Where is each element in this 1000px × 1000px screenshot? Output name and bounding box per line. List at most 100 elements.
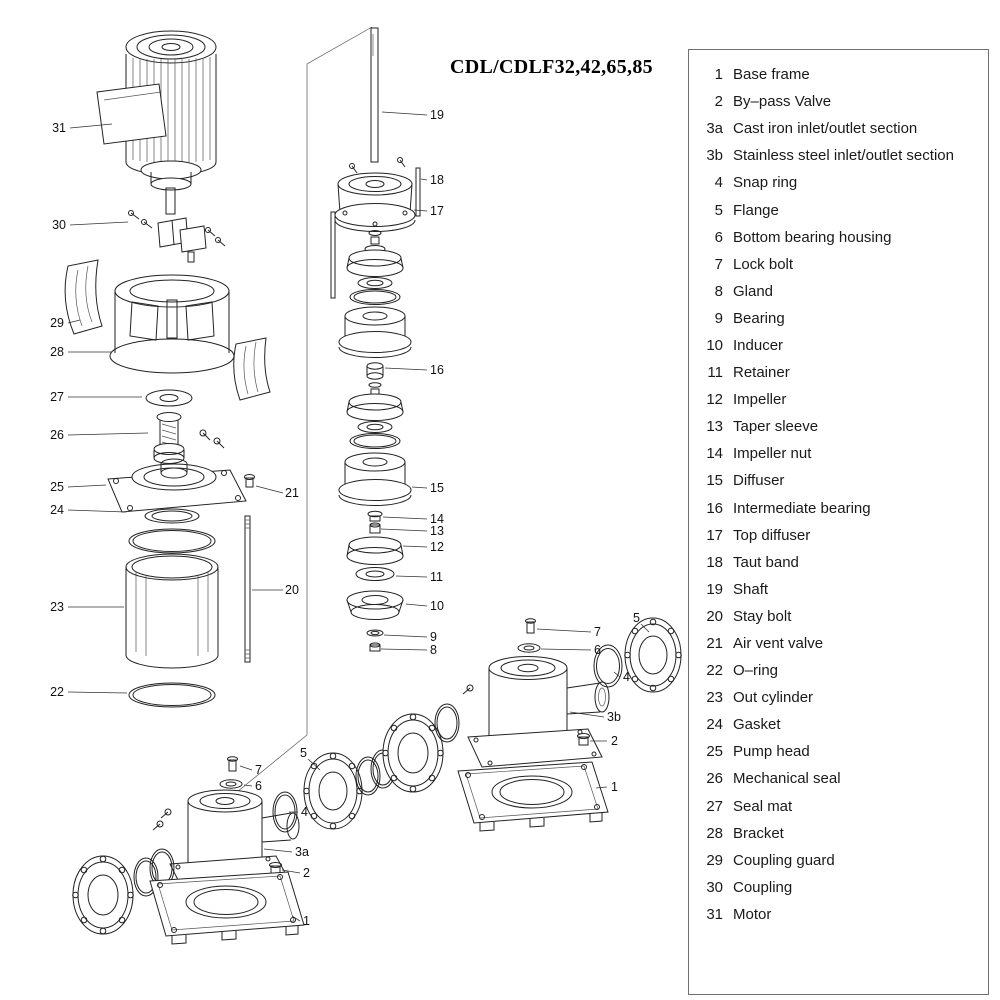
air-vent-valve (245, 477, 254, 488)
parts-list-row: 8 Gland (689, 278, 988, 305)
flange-far-left-drawing (72, 848, 175, 935)
part-number: 17 (706, 526, 723, 544)
callout-31: 31 (52, 121, 66, 135)
mechanical-seal-drawing (153, 412, 225, 464)
part-number: 29 (706, 851, 723, 869)
shaft-drawing (349, 27, 406, 174)
flange-left-b-drawing (382, 703, 460, 793)
callout-14: 14 (430, 512, 444, 526)
inlet-outlet-section-3b-drawing (462, 618, 610, 768)
part-number: 6 (714, 228, 723, 246)
out-cylinder-drawing (125, 553, 219, 669)
intermediate-bearing-drawing (366, 362, 384, 397)
stage-parts-lower (346, 393, 404, 449)
part-number: 24 (706, 716, 723, 734)
pump-head-drawing (107, 458, 255, 513)
part-label: Air vent valve (733, 635, 824, 653)
bearing-drawing (366, 629, 384, 637)
bracket-drawing (109, 274, 235, 374)
part-label: Motor (733, 905, 772, 923)
callout-2-right: 2 (611, 734, 618, 748)
callout-20: 20 (285, 583, 299, 597)
part-label: Taut band (733, 553, 799, 571)
by-pass-valve (578, 736, 589, 746)
part-label: Gasket (733, 716, 781, 734)
callout-8: 8 (430, 643, 437, 657)
parts-list-row: 10 Inducer (689, 332, 988, 359)
callout-13: 13 (430, 524, 444, 538)
group-outline (236, 26, 373, 793)
snap-ring-right-drawing (593, 644, 623, 688)
part-label: Cast iron inlet/outlet section (733, 120, 918, 138)
part-number: 5 (714, 201, 723, 219)
flange-left-a-drawing (303, 752, 363, 830)
part-number: 18 (706, 553, 723, 571)
part-number: 23 (706, 689, 723, 707)
callout-21: 21 (285, 486, 299, 500)
callout-7-right: 7 (594, 625, 601, 639)
part-number: 11 (707, 364, 723, 382)
o-ring-top-drawing (128, 528, 216, 554)
gasket-drawing (144, 508, 200, 524)
part-label: Snap ring (733, 174, 798, 192)
part-number: 25 (706, 743, 723, 761)
part-label: Coupling (733, 878, 793, 896)
part-number: 28 (706, 824, 723, 842)
callout-6-left: 6 (255, 779, 262, 793)
part-number: 3b (706, 147, 723, 165)
callout-7-left: 7 (255, 763, 262, 777)
part-number: 31 (706, 905, 723, 923)
part-label: Gland (733, 282, 774, 300)
callout-10: 10 (430, 599, 444, 613)
parts-list-row: 31 Motor (689, 901, 988, 928)
parts-list-row: 24 Gasket (689, 711, 988, 738)
part-label: Impeller nut (733, 445, 812, 463)
callout-25: 25 (50, 480, 64, 494)
callout-15: 15 (430, 481, 444, 495)
part-number: 8 (714, 282, 723, 300)
taper-sleeve-drawing (369, 522, 381, 534)
callout-30: 30 (52, 218, 66, 232)
part-label: Intermediate bearing (733, 499, 871, 517)
stay-bolt-drawing (244, 515, 251, 663)
callout-4-left: 4 (301, 805, 308, 819)
callout-1-left: 1 (303, 914, 310, 928)
base-frame-right-drawing (457, 761, 609, 832)
part-number: 26 (706, 770, 723, 788)
part-number: 15 (706, 472, 723, 490)
part-number: 20 (706, 607, 723, 625)
inlet-outlet-section-3a-drawing (152, 756, 300, 893)
leader-lines-bottom-left (239, 758, 321, 922)
part-number: 10 (706, 336, 723, 354)
part-label: Seal mat (733, 797, 793, 815)
part-label: Taper sleeve (733, 418, 819, 436)
impeller-drawing (346, 536, 404, 565)
part-label: Coupling guard (733, 851, 835, 869)
part-label: Inducer (733, 336, 784, 354)
callout-11: 11 (430, 570, 443, 584)
callout-5-left: 5 (300, 746, 307, 760)
lock-bolt (228, 759, 237, 772)
callout-5-right: 5 (633, 611, 640, 625)
callout-26: 26 (50, 428, 64, 442)
part-label: Bottom bearing housing (733, 228, 892, 246)
part-label: Impeller (733, 391, 787, 409)
part-label: Lock bolt (733, 255, 794, 273)
bottom-bearing-housing (517, 643, 541, 653)
part-label: O–ring (733, 662, 779, 680)
callout-3b: 3b (607, 710, 621, 724)
diffuser-drawing (338, 452, 412, 506)
callout-3a: 3a (295, 845, 309, 859)
callout-19: 19 (430, 108, 444, 122)
